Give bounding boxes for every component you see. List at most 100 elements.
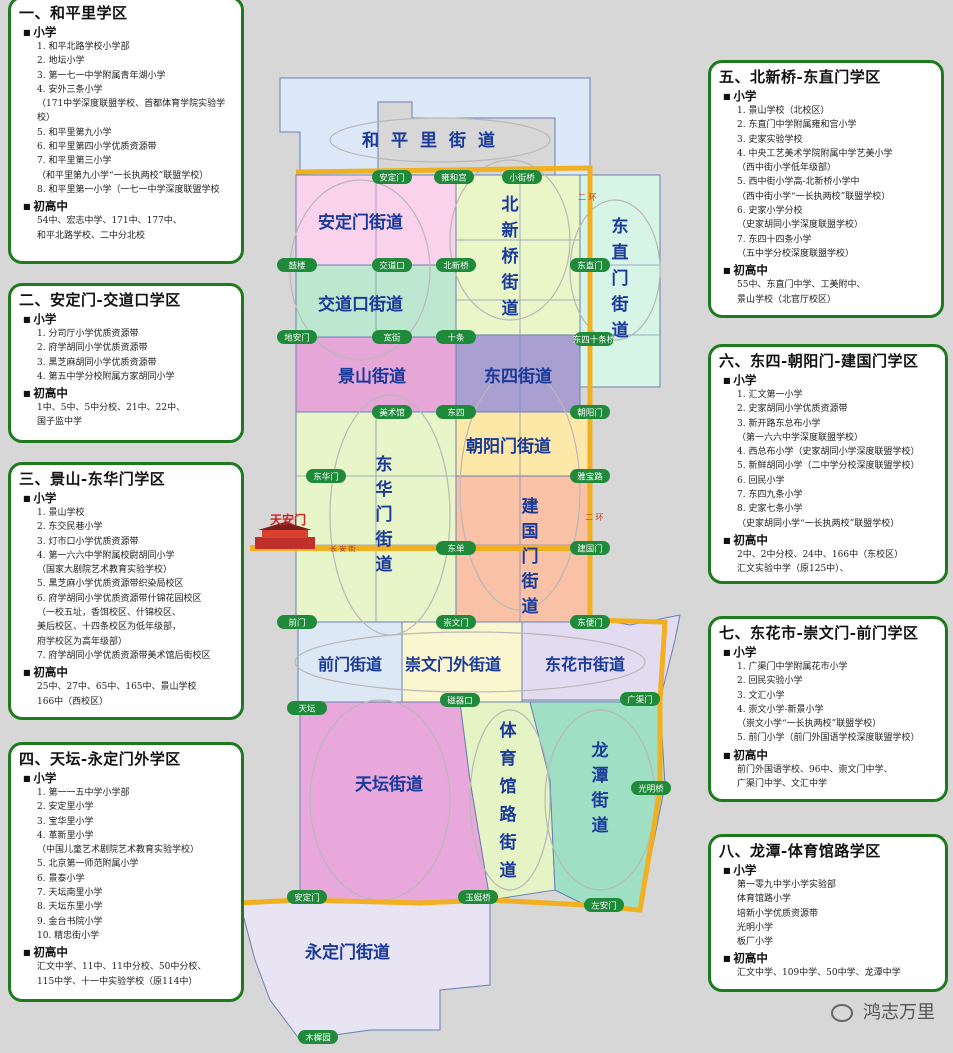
station-name: 朝阳门 (577, 408, 603, 419)
street-area-dongzhimen (579, 174, 661, 388)
station-name: 美术馆 (379, 408, 405, 419)
station-name: 广渠门 (627, 695, 653, 706)
school-line: 汇文中学、109中学、50中学、龙潭中学 (737, 968, 901, 979)
street-name-jingshan: 景山街道 (338, 366, 406, 387)
station-label: 美术馆 (372, 405, 412, 419)
school-item: 9. 金台书院小学 (37, 916, 103, 927)
street-name-dongzhimen: 东直门街道 (611, 216, 629, 341)
school-item: 3. 灯市口小学优质资源带 (37, 536, 139, 547)
school-item: 2. 安定里小学 (37, 802, 94, 813)
school-item: （崇文小学“一长执两校”联盟学校） (737, 719, 882, 730)
school-item: 3. 文汇小学 (737, 690, 785, 701)
station-label: 地安门 (277, 330, 317, 344)
school-item: 培新小学优质资源带 (737, 908, 819, 919)
station-label: 雍和宫 (434, 170, 474, 184)
school-item: 5. 北京第一师范附属小学 (37, 859, 139, 870)
school-item: 1. 景山学校（北校区） (737, 106, 830, 116)
card-title: 六、东四-朝阳门-建国门学区 (719, 352, 919, 370)
station-name: 宽街 (383, 333, 401, 344)
station-label: 朝阳门 (570, 405, 610, 419)
school-item: （一校五址，香饵校区、什锦校区、 (37, 608, 182, 619)
school-item: （五中学分校深度联盟学校） (737, 248, 855, 259)
school-item: 7. 东四十四条小学 (737, 234, 812, 245)
school-district-card-8: 八、龙潭-体育馆路学区 小学 第一零九中学小学实验部体育馆路小学培新小学优质资源… (708, 834, 948, 992)
school-item: 1. 汇文第一小学 (737, 390, 803, 400)
school-item: （西中街小学“一长执两校”联盟学校） (737, 191, 891, 202)
secondary-list: 前门外国语学校、96中、崇文门中学、广渠门中学、文汇中学 (719, 763, 937, 792)
school-item: 6. 景泰小学 (37, 873, 85, 884)
school-line: 166中（西校区） (37, 696, 109, 707)
station-name: 十条 (447, 333, 465, 344)
school-item: 2. 东直门中学附属雍和宫小学 (737, 120, 857, 131)
station-name: 光明桥 (638, 784, 664, 795)
secondary-label: 初高中 (23, 944, 233, 960)
primary-label: 小学 (723, 862, 937, 878)
primary-label: 小学 (723, 372, 937, 388)
secondary-list: 2中、2中分校、24中、166中（东校区）汇文实验中学（原125中）、 (719, 548, 937, 577)
school-item: 6. 史家小学分校 (737, 206, 803, 217)
tiananmen-icon (255, 522, 315, 549)
school-line: 55中、东直门中学、工美附中、 (737, 280, 866, 291)
station-name: 建国门 (577, 544, 603, 555)
school-item: 1. 广渠门中学附属花市小学 (737, 662, 848, 672)
school-item: 4. 中央工艺美术学院附属中学艺美小学 (737, 148, 893, 159)
school-item: 7. 东四九条小学 (737, 490, 803, 501)
secondary-list: 25中、27中、65中、165中、景山学校 166中（西校区） (19, 680, 233, 709)
school-item: 4. 革新里小学 (37, 830, 94, 841)
school-line: 25中、27中、65中、165中、景山学校 (37, 682, 197, 693)
street-name-dongsi: 东四街道 (484, 366, 552, 387)
primary-label: 小学 (23, 490, 233, 506)
school-line: 国子监中学 (37, 417, 83, 428)
station-name: 天坛 (298, 704, 316, 715)
station-label: 崇文门 (436, 615, 476, 629)
school-item: 4. 安外三条小学 (37, 84, 103, 95)
station-label: 小街桥 (502, 170, 542, 184)
street-name-qianmen: 前门街道 (318, 655, 382, 674)
school-item: 8. 天坛东里小学 (37, 902, 103, 913)
school-item: 6. 府学胡同小学优质资源带什锦花园校区 (37, 593, 202, 604)
station-name: 雅宝路 (577, 472, 603, 483)
school-item: 3. 黑芝麻胡同小学优质资源带 (37, 357, 157, 368)
station-name: 安定门 (379, 173, 405, 184)
school-item: （西中街小学低年级部） (737, 163, 837, 174)
school-line: 和平北路学校、二中分北校 (37, 230, 146, 241)
school-item: 4. 西总布小学（史家胡同小学深度联盟学校） (737, 447, 920, 458)
primary-list: 第一零九中学小学实验部体育馆路小学培新小学优质资源带光明小学板厂小学 (719, 878, 937, 949)
station-name: 雍和宫 (441, 173, 467, 184)
primary-list: 1. 景山学校（北校区） 2. 东直门中学附属雍和宫小学 3. 史家实验学校 4. 中… (719, 104, 933, 261)
card-title: 二、安定门-交道口学区 (19, 291, 181, 309)
school-item: 1. 景山学校 (37, 508, 85, 518)
card-title: 八、龙潭-体育馆路学区 (719, 842, 881, 860)
school-item: 6. 回民小学 (737, 475, 785, 486)
school-item: 3. 史家实验学校 (737, 134, 803, 145)
station-label: 磁器口 (440, 693, 480, 707)
school-line: 汇文实验中学（原125中）、 (737, 564, 849, 575)
station-label: 安定门 (372, 170, 412, 184)
secondary-label: 初高中 (23, 664, 233, 680)
station-label: 东四十条桥 (573, 332, 616, 346)
secondary-list: 1中、5中、5中分校、21中、22中、国子监中学 (19, 401, 233, 430)
school-item: 7. 和平里第三小学 (37, 156, 112, 167)
school-line: 54中、宏志中学、171中、177中、 (37, 216, 182, 227)
school-item: 府学校区为高年级部） (37, 636, 128, 647)
street-name-beixinqiao: 北新桥街道 (501, 195, 520, 319)
school-line: 广渠门中学、文汇中学 (737, 779, 828, 790)
street-name-tiyuguanlu: 体育馆路街道 (499, 720, 518, 881)
station-label: 宽街 (372, 330, 412, 344)
station-label: 十条 (436, 330, 476, 344)
street-name-jianguomen: 建国门街道 (521, 496, 539, 617)
school-item: （中国儿童艺术剧院艺术教育实验学校） (37, 845, 200, 856)
school-line: 前门外国语学校、96中、崇文门中学、 (737, 764, 893, 775)
school-item: （171中学深度联盟学校、首都体育学院实验学校） (37, 99, 226, 124)
school-item: （国家大剧院艺术教育实验学校） (37, 565, 173, 576)
station-name: 地安门 (284, 333, 310, 344)
street-name-yongdingmenwai: 永定门街道 (304, 942, 390, 963)
station-name: 东华门 (313, 472, 339, 483)
